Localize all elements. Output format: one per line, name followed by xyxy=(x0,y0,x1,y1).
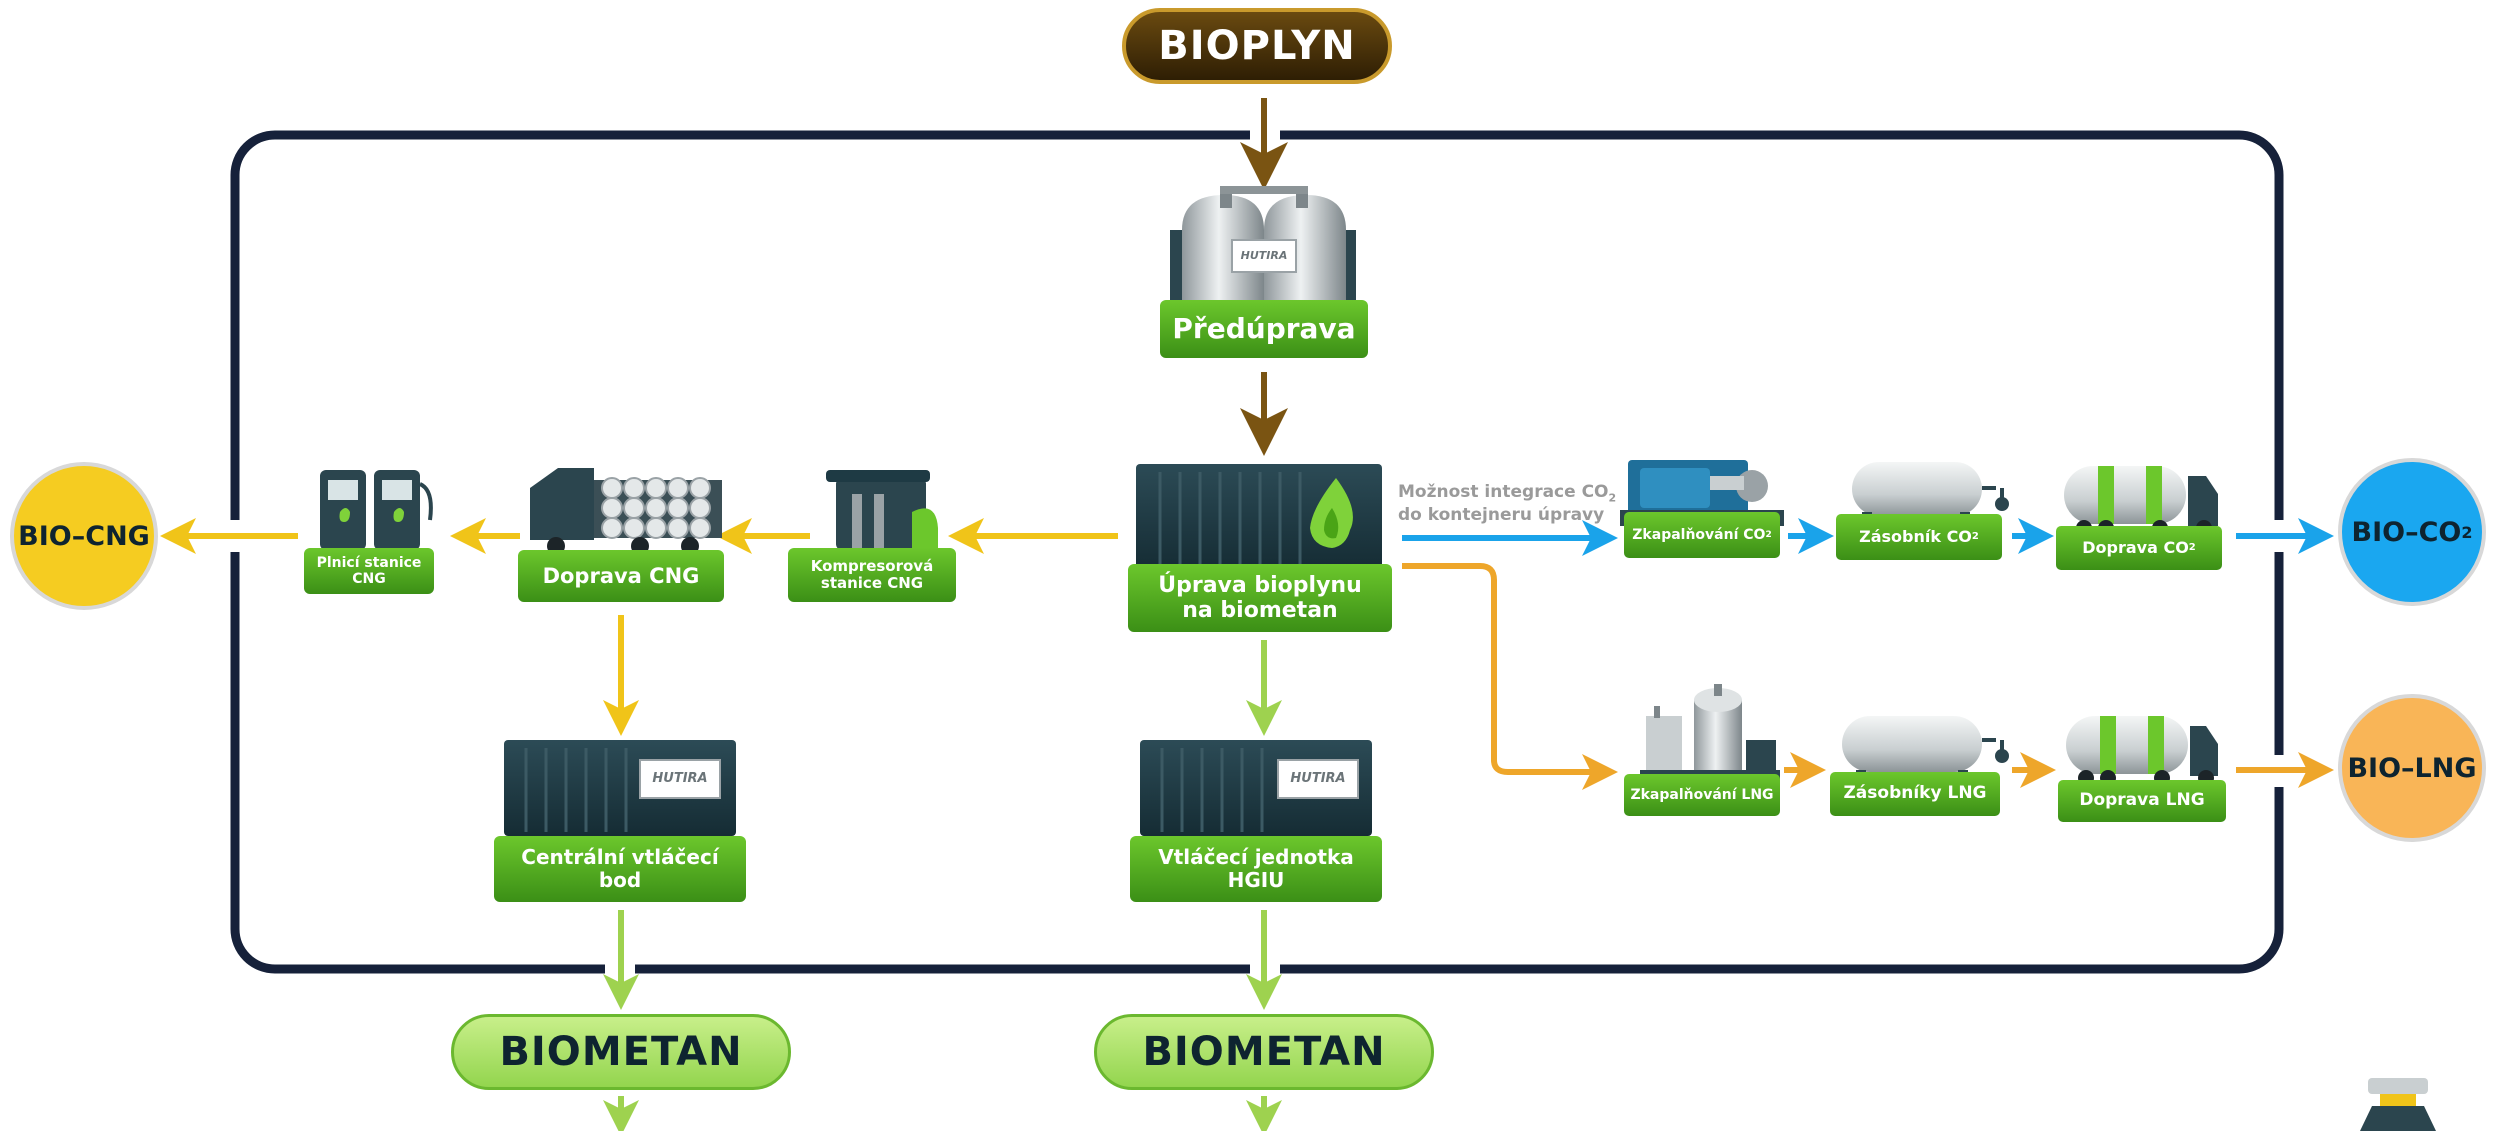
brand-label-preuprava: HUTIRA xyxy=(1240,248,1288,262)
zasobniky-lng-label: Zásobníky LNG xyxy=(1843,783,1987,804)
centralni-base xyxy=(494,836,746,902)
lng-tanker-truck-icon xyxy=(2066,716,2218,786)
vtlaceci-label-line2: HGIU xyxy=(1227,868,1285,892)
doprava-co2-sub: 2 xyxy=(2188,542,2196,554)
brand-label-centralni: HUTIRA xyxy=(652,770,708,786)
kompresor-icon xyxy=(826,470,938,552)
zkap-lng-base xyxy=(1624,774,1780,816)
centralni-container-icon xyxy=(504,740,736,836)
zkap-co2-base xyxy=(1624,512,1780,558)
kompresor-label-line1: Kompresorová xyxy=(810,556,934,575)
plnici-label: Plnicí stanice CNG xyxy=(304,548,434,594)
bio-co2-sub: 2 xyxy=(2461,522,2473,542)
doprava-co2-base xyxy=(2056,526,2222,570)
biometan-right-output: BIOMETAN xyxy=(1094,1014,1434,1090)
zkap-lng-label: Zkapalňování LNG xyxy=(1630,786,1774,803)
preuprava-label: Předúprava xyxy=(1172,311,1356,345)
biometan-left-output: BIOMETAN xyxy=(451,1014,791,1090)
zkap-co2-text: Zkapalňování CO xyxy=(1632,526,1766,543)
centralni-label-line2: bod xyxy=(598,868,642,892)
zasobnik-co2-sub: 2 xyxy=(1971,531,1979,543)
preuprava-tanks-icon xyxy=(1170,186,1356,308)
doprava-cng-base xyxy=(518,550,724,602)
doprava-co2-text: Doprava CO xyxy=(2082,537,2189,557)
bio-co2-text: BIO–CO xyxy=(2351,516,2462,548)
kompresor-base xyxy=(788,548,956,602)
doprava-lng-base xyxy=(2058,780,2226,822)
co2-integration-note: Možnost integrace CO2 do kontejneru úpra… xyxy=(1398,482,1616,526)
vtlaceci-container-icon xyxy=(1140,740,1372,836)
kompresor-label: Kompresorová stanice CNG xyxy=(788,548,956,602)
kompresor-label-line2: stanice CNG xyxy=(820,574,924,592)
zasobniky-lng-base xyxy=(1830,772,2000,816)
bio-lng-output: BIO–LNG xyxy=(2338,694,2486,842)
vtlaceci-label-line1: Vtláčecí jednotka xyxy=(1158,845,1354,869)
doprava-lng-label: Doprava LNG xyxy=(2079,790,2205,811)
brand-label-vtlaceci: HUTIRA xyxy=(1290,770,1346,786)
node-bases xyxy=(304,300,2226,902)
bio-cng-output: BIO–CNG xyxy=(10,462,158,610)
uprava-label-line2: na biometan xyxy=(1182,598,1338,623)
note-line1-sub: 2 xyxy=(1608,491,1617,505)
zkap-co2-sub: 2 xyxy=(1765,529,1772,540)
plnici-label-line1: Plnicí stanice xyxy=(316,554,422,571)
plnici-label-line2: CNG xyxy=(352,571,386,587)
note-line2: do kontejneru úpravy xyxy=(1398,505,1605,526)
vtlaceci-base xyxy=(1130,836,1382,902)
cng-truck-icon xyxy=(530,468,722,555)
uprava-label: Úprava bioplynu na biometan xyxy=(1128,564,1392,632)
centralni-label-line1: Centrální vtláčecí xyxy=(521,845,719,869)
zasobnik-co2-text: Zásobník CO xyxy=(1859,526,1972,546)
doprava-cng-label: Doprava CNG xyxy=(542,563,700,588)
uprava-container-icon xyxy=(1136,464,1382,570)
arrows xyxy=(160,98,2334,1131)
uprava-base xyxy=(1128,564,1392,632)
decorative-device-icon xyxy=(2360,1078,2436,1131)
centralni-label: Centrální vtláčecí bod xyxy=(494,836,746,902)
preuprava-base xyxy=(1160,300,1368,358)
lng-liquefier-icon xyxy=(1640,684,1780,784)
plnici-base xyxy=(304,548,434,594)
arrow-uprava-to-zkap-lng xyxy=(1402,563,1618,790)
vtlaceci-label: Vtláčecí jednotka HGIU xyxy=(1130,836,1382,902)
uprava-label-line1: Úprava bioplynu xyxy=(1158,572,1362,598)
fuel-pumps-icon xyxy=(320,470,433,550)
note-line1: Možnost integrace CO xyxy=(1398,482,1609,502)
zasobnik-co2-base xyxy=(1836,514,2002,560)
bioplyn-source: BIOPLYN xyxy=(1122,8,1392,84)
